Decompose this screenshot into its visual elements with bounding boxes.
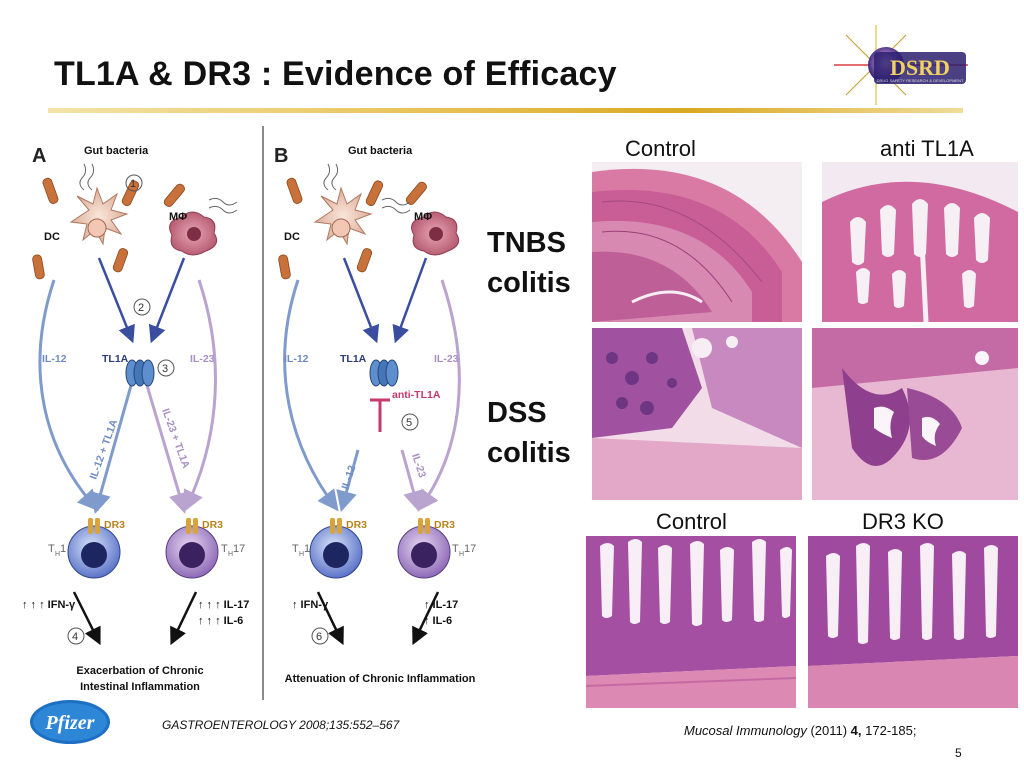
anti-tl1a-label: anti-TL1A (392, 389, 441, 401)
row-label-tnbs: TNBS colitis (487, 223, 571, 303)
row-label-dss-line2: colitis (487, 437, 571, 469)
dr3-right-label: DR3 (434, 519, 455, 531)
th17-label: T (221, 543, 228, 555)
mechanism-diagram: A Gut bacteria DC MΦ 1 2 3 4 (22, 145, 476, 693)
row-label-dss: DSS colitis (487, 393, 571, 473)
histology-tnbs-control (592, 162, 802, 322)
step-3: 3 (162, 363, 168, 375)
th1-cell-icon (309, 518, 363, 579)
th17-cell-icon (165, 518, 219, 579)
th17-number: 17 (233, 543, 245, 555)
tl1a-label: TL1A (102, 353, 129, 365)
bacteria-icon (278, 177, 427, 280)
il12-label: IL-12 (284, 353, 309, 365)
slide-title: TL1A & DR3 : Evidence of Efficacy (54, 55, 617, 93)
outcome-b: Attenuation of Chronic Inflammation (285, 673, 476, 685)
citation-right: Mucosal Immunology (2011) 4, 172-185; (684, 723, 916, 738)
ifn-gamma-label: ↑ IFN-γ (292, 599, 329, 611)
citation-right-journal: Mucosal Immunology (684, 723, 807, 738)
citation-right-year: (2011) (806, 723, 851, 738)
row-label-dss-line1: DSS (487, 397, 547, 429)
dsrd-logo: DSRD DRUG SAFETY RESEARCH & DEVELOPMENT (834, 25, 968, 105)
th1-label: T (292, 543, 299, 555)
th1-number: 1 (60, 543, 66, 555)
il6-label: ↑ ↑ ↑ IL-6 (198, 615, 243, 627)
th1-subscript: H (55, 551, 60, 558)
dendritic-cell-icon (69, 186, 129, 246)
citation-right-volume: 4, (850, 723, 862, 738)
ifn-gamma-label: ↑ ↑ ↑ IFN-γ (22, 599, 76, 611)
step-6: 6 (316, 631, 322, 643)
dc-label: DC (44, 231, 60, 243)
dr3-left-label: DR3 (346, 519, 367, 531)
panel-a-source: Gut bacteria (84, 145, 149, 157)
macrophage-label: MΦ (169, 211, 187, 223)
page-number: 5 (955, 746, 962, 760)
il6-label: ↑ IL-6 (424, 615, 452, 627)
dendritic-cell-icon (313, 186, 373, 246)
panel-a-letter: A (32, 145, 46, 167)
tl1a-label: TL1A (340, 353, 367, 365)
th1-cell-icon (67, 518, 121, 579)
citation-left: GASTROENTEROLOGY 2008;135:552–567 (162, 718, 400, 732)
th1-subscript: H (299, 551, 304, 558)
logo-text: DSRD (890, 55, 950, 80)
bacteria-icon (32, 177, 185, 280)
step-2: 2 (138, 302, 144, 314)
il17-label: ↑ IL-17 (424, 599, 458, 611)
il23-label: IL-23 (434, 353, 459, 365)
th1-label: T (48, 543, 55, 555)
th17-subscript: H (459, 551, 464, 558)
tl1a-trimer-icon (369, 359, 399, 387)
citation-right-pages: 172-185; (861, 723, 917, 738)
column-label-control-top: Control (625, 136, 696, 161)
title-underline (48, 108, 963, 113)
il12-label: IL-12 (42, 353, 67, 365)
logo-subtitle: DRUG SAFETY RESEARCH & DEVELOPMENT (877, 78, 964, 83)
il23-down-label: IL-23 (409, 452, 428, 479)
th17-number: 17 (464, 543, 476, 555)
pfizer-logo: Pfizer (30, 700, 110, 744)
panel-divider (262, 126, 264, 700)
th1-number: 1 (304, 543, 310, 555)
il12-tl1a-label: IL-12 + TL1A (88, 418, 121, 481)
tl1a-trimer-icon (125, 359, 155, 387)
step-5: 5 (406, 417, 412, 429)
histology-dss-control (592, 328, 802, 500)
row-label-tnbs-line1: TNBS (487, 227, 566, 259)
il17-label: ↑ ↑ ↑ IL-17 (198, 599, 249, 611)
il23-label: IL-23 (190, 353, 215, 365)
outcome-a-line1: Exacerbation of Chronic (76, 665, 203, 677)
histology-tnbs-anti-tl1a (822, 162, 1018, 322)
column-label-dr3-ko: DR3 KO (862, 509, 944, 534)
histology-dss-anti-tl1a (812, 328, 1018, 500)
step-4: 4 (72, 631, 78, 643)
panel-b-source: Gut bacteria (348, 145, 413, 157)
outcome-a-line2: Intestinal Inflammation (80, 681, 200, 693)
macrophage-label: MΦ (414, 211, 432, 223)
pfizer-text: Pfizer (45, 712, 95, 734)
anti-tl1a-inhibitor-icon (370, 398, 390, 432)
histology-control-bottom (586, 536, 796, 708)
th17-cell-icon (397, 518, 451, 579)
column-label-anti-tl1a: anti TL1A (880, 136, 974, 161)
column-label-control-bottom: Control (656, 509, 727, 534)
step-1: 1 (130, 178, 136, 190)
th17-label: T (452, 543, 459, 555)
dr3-left-label: DR3 (104, 519, 125, 531)
panel-b-letter: B (274, 145, 288, 167)
macrophage-icon (411, 211, 460, 256)
histology-dr3-ko (808, 536, 1018, 708)
row-label-tnbs-line2: colitis (487, 267, 571, 299)
dr3-right-label: DR3 (202, 519, 223, 531)
il12-down-label: IL-12 (339, 464, 358, 491)
th17-subscript: H (228, 551, 233, 558)
macrophage-icon (169, 211, 218, 256)
dc-label: DC (284, 231, 300, 243)
